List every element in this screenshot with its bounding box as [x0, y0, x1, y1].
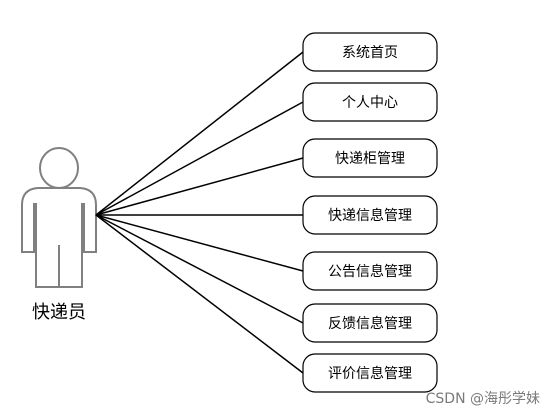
use-case-item: 公告信息管理	[302, 251, 438, 291]
use-case-item: 快递柜管理	[302, 138, 438, 178]
association-line	[95, 51, 304, 216]
use-case-box	[302, 195, 438, 235]
association-line	[95, 101, 304, 216]
use-case-item: 系统首页	[302, 32, 438, 72]
use-case-item: 个人中心	[302, 82, 438, 122]
association-line	[95, 214, 304, 374]
use-case-label: 公告信息管理	[328, 263, 412, 280]
watermark-text: CSDN @海彤学妹	[426, 391, 540, 407]
use-case-label: 快递柜管理	[335, 151, 405, 167]
use-case-label: 评价信息管理	[328, 365, 412, 382]
association-line	[95, 214, 304, 324]
use-case-box	[302, 82, 438, 122]
use-case-label: 系统首页	[342, 45, 398, 61]
use-case-item: 反馈信息管理	[302, 303, 438, 343]
use-case-label: 个人中心	[342, 95, 398, 111]
association-line	[95, 214, 304, 272]
use-case-item: 评价信息管理	[302, 353, 438, 393]
actor-label: 快递员	[32, 302, 86, 323]
association-lines	[95, 51, 304, 374]
use-case-box	[302, 32, 438, 72]
use-case-box	[302, 353, 438, 393]
use-case-item: 快递信息管理	[302, 195, 438, 235]
use-case-label: 快递信息管理	[328, 207, 412, 224]
use-case-box	[302, 138, 438, 178]
actor-person-icon	[21, 147, 97, 288]
association-line	[95, 157, 304, 216]
use-case-box	[302, 303, 438, 343]
use-case-label: 反馈信息管理	[328, 315, 412, 332]
use-case-box	[302, 251, 438, 291]
